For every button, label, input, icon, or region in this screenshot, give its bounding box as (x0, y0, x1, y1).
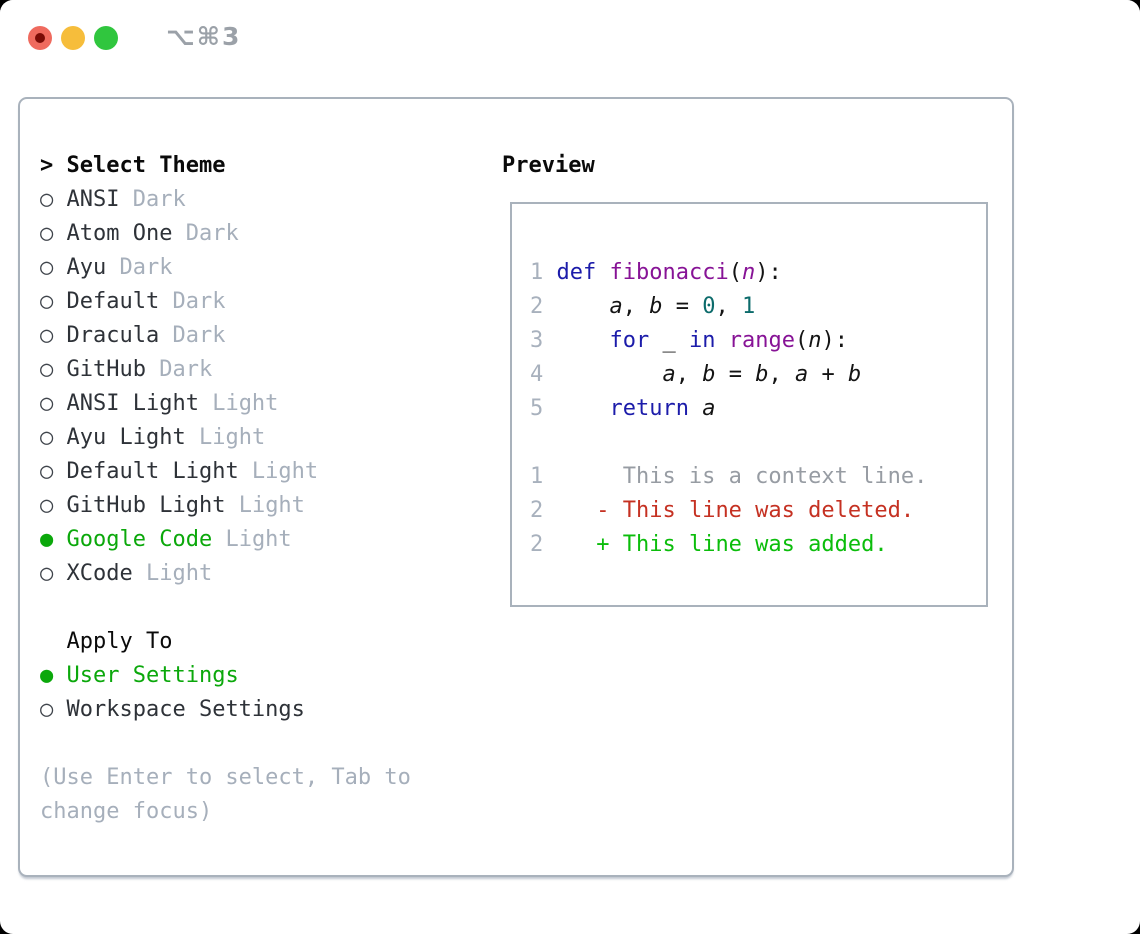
theme-list-title: Select Theme (66, 153, 226, 178)
theme-selector-pane: > Select Theme ○ ANSI Dark○ Atom One Dar… (40, 149, 502, 875)
theme-option-ayu-light[interactable]: ○ Ayu Light Light (40, 421, 502, 455)
radio-icon: ○ (40, 561, 67, 586)
theme-option-default-light[interactable]: ○ Default Light Light (40, 455, 502, 489)
minimize-button[interactable] (61, 26, 85, 50)
theme-option-google-code[interactable]: ● Google Code Light (40, 523, 502, 557)
close-button[interactable] (28, 26, 52, 50)
option-label: Ayu (66, 255, 107, 280)
diff-preview: 1 This is a context line.2 - This line w… (530, 460, 978, 562)
code-line: 4 a, b = b, a + b (530, 358, 978, 392)
theme-option-github-light[interactable]: ○ GitHub Light Light (40, 489, 502, 523)
code-line: 3 for _ in range(n): (530, 324, 978, 358)
option-label: Default (66, 289, 160, 314)
line-number: 3 (530, 328, 544, 353)
option-label: Atom One (66, 221, 173, 246)
option-variant-tag: Light (225, 493, 305, 518)
option-label: Google Code (66, 527, 213, 552)
theme-option-dracula[interactable]: ○ Dracula Dark (40, 319, 502, 353)
help-text-line2: change focus) (40, 799, 213, 824)
radio-icon: ○ (40, 459, 67, 484)
focus-caret-icon: > (40, 153, 67, 178)
apply-to-header: Apply To (66, 629, 173, 654)
radio-icon: ○ (40, 493, 67, 518)
option-variant-tag: Dark (159, 323, 226, 348)
radio-selected-icon: ● (40, 527, 67, 552)
option-label: XCode (66, 561, 133, 586)
help-text-line1: (Use Enter to select, Tab to (40, 765, 411, 790)
radio-icon: ○ (40, 289, 67, 314)
option-variant-tag: Light (198, 391, 279, 416)
option-label: GitHub (66, 357, 146, 382)
line-number: 2 (530, 498, 544, 523)
line-number: 1 (530, 260, 544, 285)
line-number: 2 (530, 532, 544, 557)
line-number: 4 (530, 362, 544, 387)
theme-option-atom-one[interactable]: ○ Atom One Dark (40, 217, 502, 251)
theme-list: ○ ANSI Dark○ Atom One Dark○ Ayu Dark○ De… (40, 183, 502, 591)
option-label: GitHub Light (66, 493, 226, 518)
code-line: 1 This is a context line. (530, 460, 978, 494)
option-variant-tag: Dark (119, 187, 186, 212)
theme-option-default[interactable]: ○ Default Dark (40, 285, 502, 319)
theme-option-xcode[interactable]: ○ XCode Light (40, 557, 502, 591)
radio-icon: ○ (40, 187, 67, 212)
theme-option-ayu[interactable]: ○ Ayu Dark (40, 251, 502, 285)
zoom-button[interactable] (94, 26, 118, 50)
radio-icon: ○ (40, 221, 67, 246)
theme-option-github[interactable]: ○ GitHub Dark (40, 353, 502, 387)
apply-to-list: ● User Settings○ Workspace Settings (40, 659, 502, 727)
line-number: 1 (530, 464, 544, 489)
window-title-shortcut: ⌥⌘3 (166, 22, 242, 51)
option-label: User Settings (66, 663, 239, 688)
option-variant-tag: Dark (159, 289, 226, 314)
option-label: Workspace Settings (66, 697, 305, 722)
option-label: Dracula (66, 323, 160, 348)
radio-icon: ○ (40, 391, 67, 416)
option-label: Ayu Light (66, 425, 186, 450)
theme-list-header: > Select Theme (40, 149, 502, 183)
option-label: ANSI Light (66, 391, 199, 416)
radio-icon: ○ (40, 425, 67, 450)
option-variant-tag: Light (132, 561, 213, 586)
option-variant-tag: Dark (172, 221, 239, 246)
apply-option-workspace-settings[interactable]: ○ Workspace Settings (40, 693, 502, 727)
titlebar: ⌥⌘3 (0, 0, 1140, 97)
line-number: 2 (530, 294, 544, 319)
code-line: 2 a, b = 0, 1 (530, 290, 978, 324)
option-variant-tag: Light (185, 425, 266, 450)
line-number: 5 (530, 396, 544, 421)
radio-selected-icon: ● (40, 663, 67, 688)
radio-icon: ○ (40, 357, 67, 382)
option-variant-tag: Dark (106, 255, 173, 280)
option-variant-tag: Light (212, 527, 292, 552)
preview-header: Preview (502, 153, 595, 178)
option-variant-tag: Light (238, 459, 319, 484)
theme-option-ansi[interactable]: ○ ANSI Dark (40, 183, 502, 217)
theme-option-ansi-light[interactable]: ○ ANSI Light Light (40, 387, 502, 421)
code-line: 2 + This line was added. (530, 528, 978, 562)
option-label: Default Light (66, 459, 239, 484)
option-variant-tag: Dark (145, 357, 213, 382)
radio-icon: ○ (40, 255, 67, 280)
main-panel: > Select Theme ○ ANSI Dark○ Atom One Dar… (18, 97, 1014, 877)
radio-icon: ○ (40, 323, 67, 348)
code-line: 5 return a (530, 392, 978, 426)
code-line: 2 - This line was deleted. (530, 494, 978, 528)
radio-icon: ○ (40, 697, 67, 722)
apply-option-user-settings[interactable]: ● User Settings (40, 659, 502, 693)
option-label: ANSI (66, 187, 120, 212)
